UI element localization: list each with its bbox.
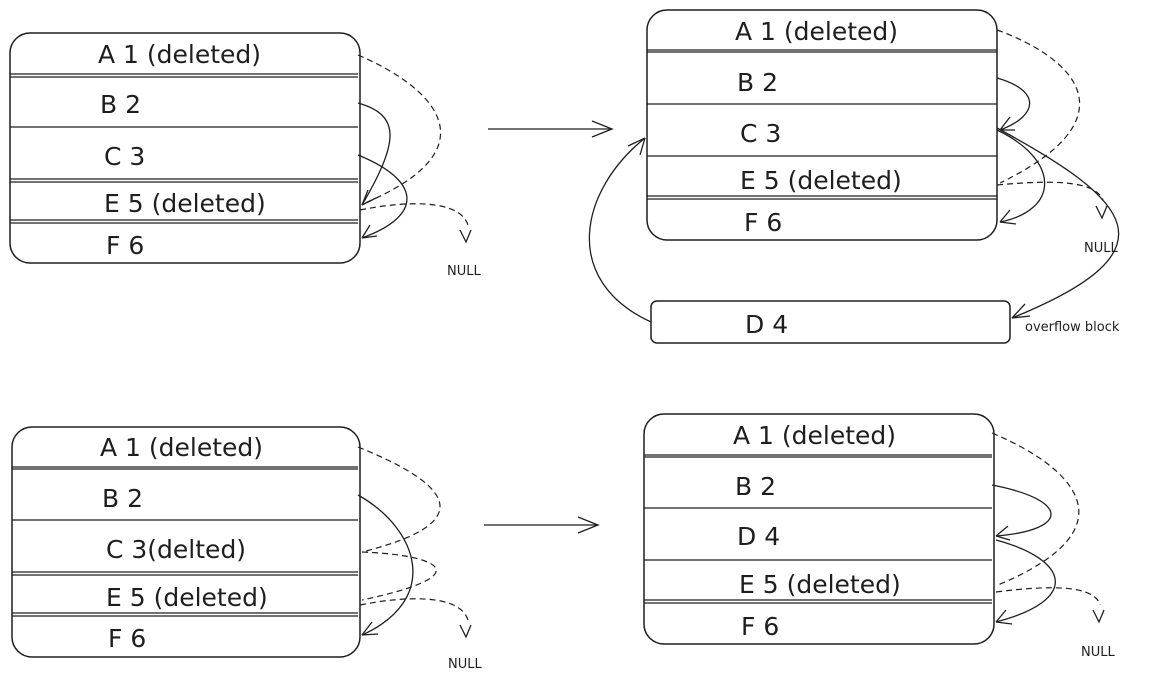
block-frame xyxy=(643,413,995,645)
null-pointer xyxy=(359,203,469,226)
transition-arrow-bottom xyxy=(484,516,600,534)
record-b: B 2 xyxy=(737,68,778,97)
pointer-c-to-f xyxy=(357,154,408,239)
record-d: D 4 xyxy=(737,522,780,551)
arrow-head xyxy=(995,525,1011,541)
pointer-b-to-d xyxy=(991,484,1052,537)
null-label: NULL xyxy=(448,657,482,672)
null-label: NULL xyxy=(447,264,481,279)
record-f: F 6 xyxy=(106,231,144,260)
overflow-block: D 4 overflow block xyxy=(588,137,1120,344)
transition-arrow-top xyxy=(488,120,614,138)
null-arrow-head xyxy=(459,624,472,639)
record-b: B 2 xyxy=(102,484,143,513)
pointer-b-to-c xyxy=(996,77,1031,131)
null-pointer xyxy=(995,587,1101,606)
free-pointer-a-to-e xyxy=(357,54,442,204)
pointer-c-to-f xyxy=(996,129,1046,223)
record-a: A 1 (deleted) xyxy=(733,421,896,450)
block-top-left: A 1 (deleted) B 2 C 3 E 5 (deleted) F 6 … xyxy=(9,32,481,279)
null-label: NULL xyxy=(1084,241,1118,256)
arrow-head xyxy=(361,621,379,636)
arrow-head xyxy=(995,609,1013,625)
free-pointer-a-to-e xyxy=(991,432,1080,586)
free-pointer-a-to-e xyxy=(996,29,1081,184)
null-pointer xyxy=(359,598,469,621)
null-arrow-head xyxy=(459,229,472,244)
arrow-head xyxy=(1011,303,1031,319)
free-pointer-c-to-e xyxy=(361,551,437,601)
block-frame xyxy=(646,9,998,241)
pointer-overflow-to-c xyxy=(588,137,652,323)
pointer-c-to-overflow xyxy=(996,127,1120,319)
block-top-right: A 1 (deleted) B 2 C 3 E 5 (deleted) F 6 … xyxy=(646,9,1120,319)
record-f: F 6 xyxy=(108,624,146,653)
record-b: B 2 xyxy=(735,472,776,501)
block-frame xyxy=(9,32,361,264)
pointer-b-to-f xyxy=(357,494,414,636)
record-e: E 5 (deleted) xyxy=(740,166,902,195)
null-pointer xyxy=(996,181,1104,201)
block-bottom-left: A 1 (deleted) B 2 C 3(delted) E 5 (delet… xyxy=(11,426,482,672)
record-c: C 3 xyxy=(104,142,145,171)
block-frame xyxy=(11,426,361,658)
arrow-head xyxy=(627,137,646,156)
record-e: E 5 (deleted) xyxy=(106,583,268,612)
null-arrow-head xyxy=(1095,205,1108,220)
null-label: NULL xyxy=(1081,645,1115,660)
record-f: F 6 xyxy=(741,612,779,641)
free-pointer-a-to-c xyxy=(357,446,441,553)
record-a: A 1 (deleted) xyxy=(98,40,261,69)
block-bottom-right: A 1 (deleted) B 2 D 4 E 5 (deleted) F 6 … xyxy=(643,413,1115,660)
null-arrow-head xyxy=(1092,609,1105,624)
arrow-head xyxy=(361,224,378,239)
record-c: C 3 xyxy=(740,119,781,148)
arrow-head xyxy=(999,116,1015,131)
record-f: F 6 xyxy=(744,208,782,237)
arrow-head xyxy=(999,209,1017,225)
overflow-record: D 4 xyxy=(745,310,788,339)
overflow-label: overflow block xyxy=(1025,320,1120,335)
record-e: E 5 (deleted) xyxy=(739,570,901,599)
record-a: A 1 (deleted) xyxy=(735,17,898,46)
pointer-b-to-e xyxy=(357,102,391,206)
record-e: E 5 (deleted) xyxy=(104,189,266,218)
pointer-d-to-f xyxy=(995,539,1056,623)
record-a: A 1 (deleted) xyxy=(100,433,263,462)
overflow-frame xyxy=(650,300,1011,344)
record-c: C 3(delted) xyxy=(106,535,246,564)
record-b: B 2 xyxy=(100,90,141,119)
